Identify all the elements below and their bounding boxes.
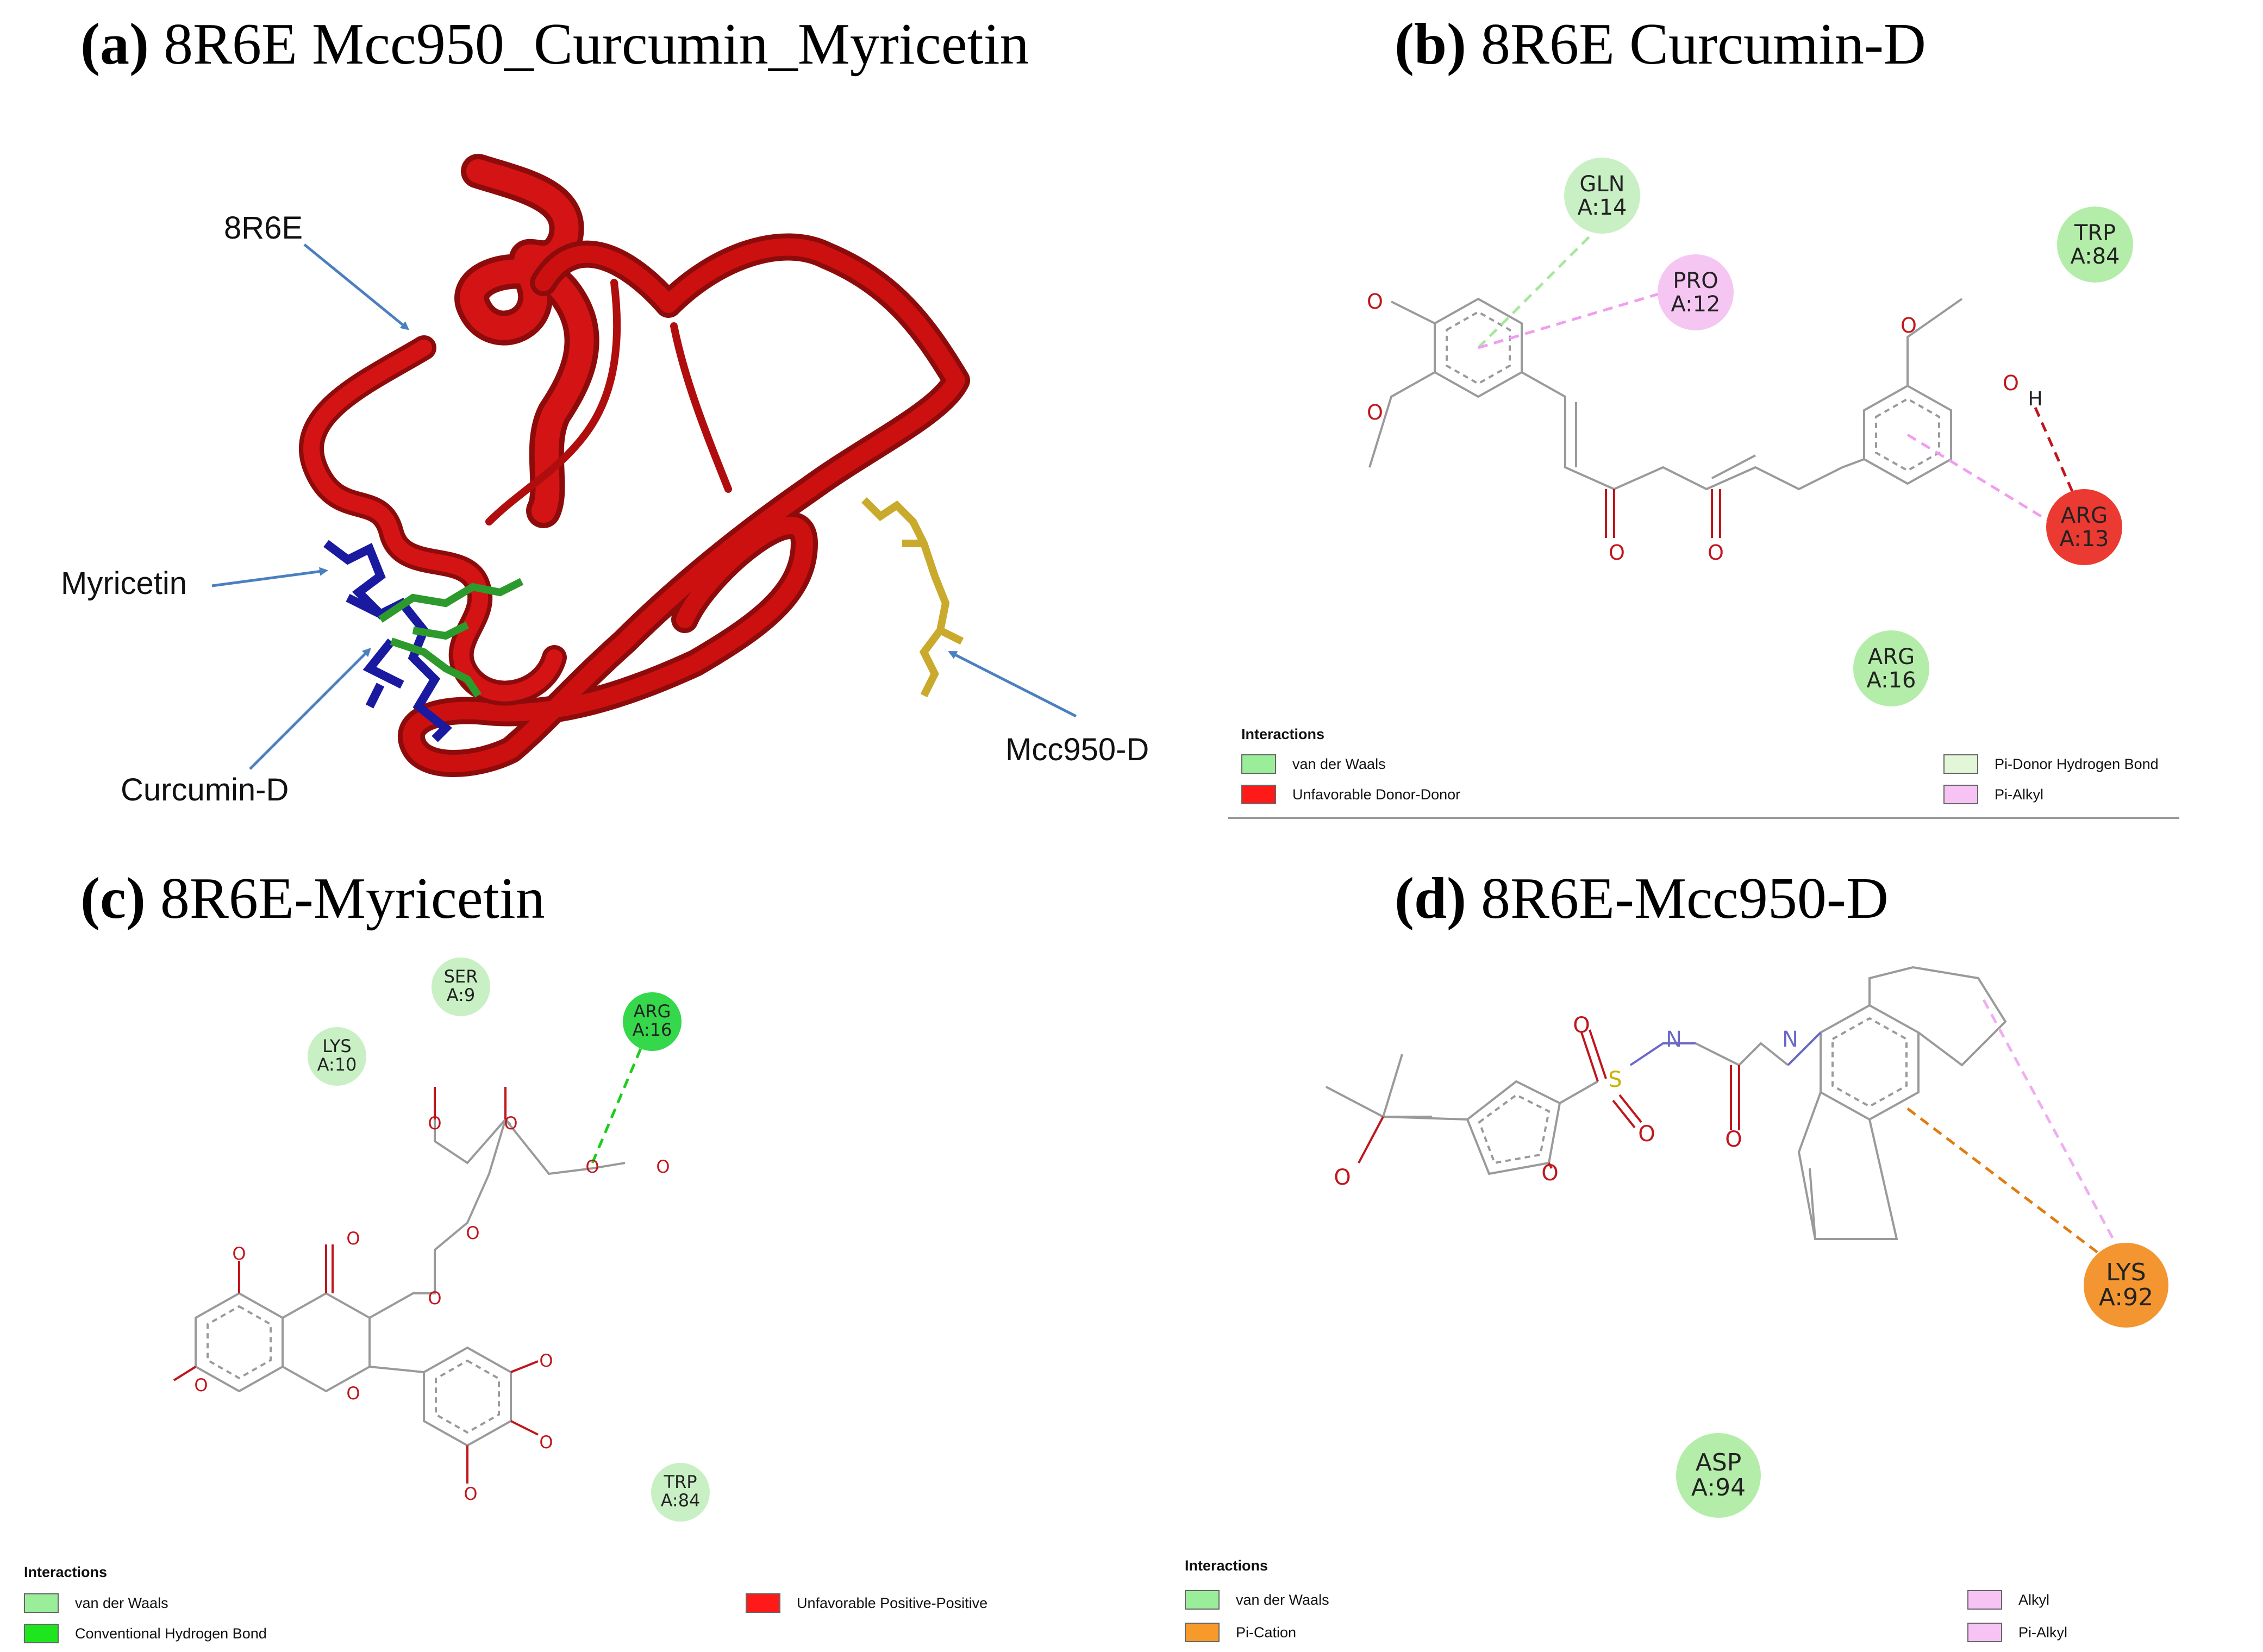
svg-text:O: O <box>1708 541 1724 565</box>
svg-text:ARG: ARG <box>634 1001 671 1022</box>
residue-lys-10 <box>308 1027 366 1086</box>
legend-c-title: Interactions <box>24 1564 108 1580</box>
svg-text:O: O <box>1609 541 1625 565</box>
svg-text:A:13: A:13 <box>2059 527 2109 552</box>
panel-d-title: (d) 8R6E-Mcc950-D <box>1395 866 1889 931</box>
legend-b-pi-alkyl: Pi-Alkyl <box>1943 785 2043 804</box>
svg-text:SER: SER <box>444 966 478 987</box>
residue-lys-92 <box>2084 1243 2168 1328</box>
arrow-8r6e <box>303 243 410 330</box>
h-bond-line-c <box>591 1021 654 1163</box>
svg-text:O: O <box>1573 1013 1590 1038</box>
svg-text:O: O <box>428 1288 441 1309</box>
legend-d-title: Interactions <box>1185 1557 1268 1574</box>
curcumin-ligand <box>378 578 524 698</box>
svg-text:O: O <box>346 1383 360 1404</box>
legend-d-alkyl: Alkyl <box>1967 1590 2049 1610</box>
svg-text:N: N <box>1666 1027 1682 1052</box>
svg-text:O: O <box>1367 401 1383 424</box>
arrow-mcc950 <box>948 650 1077 718</box>
svg-text:A:84: A:84 <box>661 1490 701 1511</box>
svg-text:O: O <box>466 1223 479 1243</box>
svg-text:S: S <box>1608 1067 1622 1092</box>
svg-text:A:16: A:16 <box>1866 668 1916 693</box>
residue-pro-12 <box>1658 254 1734 330</box>
svg-text:A:92: A:92 <box>2099 1284 2153 1311</box>
svg-text:N: N <box>1782 1027 1798 1052</box>
panel-a-title: (a) 8R6E Mcc950_Curcumin_Myricetin <box>80 12 1029 77</box>
arrow-myricetin <box>211 567 328 587</box>
svg-text:O: O <box>346 1228 360 1249</box>
svg-text:O: O <box>1901 314 1917 337</box>
svg-text:GLN: GLN <box>1579 172 1624 197</box>
panel-b-title: (b) 8R6E Curcumin-D <box>1395 12 1926 77</box>
label-8r6e: 8R6E <box>224 210 303 246</box>
svg-text:TRP: TRP <box>2074 221 2116 246</box>
svg-text:PRO: PRO <box>1673 268 1718 293</box>
svg-text:O: O <box>1725 1127 1742 1152</box>
residue-ser-9 <box>432 958 490 1016</box>
residue-gln-14 <box>1564 158 1640 234</box>
label-curcumin-d: Curcumin-D <box>121 772 289 808</box>
svg-text:A:94: A:94 <box>1691 1474 1746 1501</box>
svg-text:A:14: A:14 <box>1577 195 1627 220</box>
arrow-curcumin <box>249 648 371 770</box>
svg-text:O: O <box>656 1156 670 1177</box>
svg-text:LYS: LYS <box>2106 1259 2146 1286</box>
legend-b-unfavorable-donor-donor: Unfavorable Donor-Donor <box>1241 785 1460 804</box>
svg-text:O: O <box>428 1113 441 1134</box>
residue-asp-94 <box>1676 1433 1761 1518</box>
label-myricetin: Myricetin <box>61 566 187 601</box>
svg-text:O: O <box>504 1113 517 1134</box>
residue-arg-13 <box>2046 489 2122 565</box>
residue-trp-84 <box>2057 206 2133 283</box>
svg-text:O: O <box>1334 1165 1351 1190</box>
interaction-lines-d <box>1906 999 2127 1262</box>
panel-c-title: (c) 8R6E-Myricetin <box>80 866 545 931</box>
interaction-lines-b <box>1477 233 2078 526</box>
svg-text:O: O <box>539 1350 553 1371</box>
svg-text:O: O <box>1638 1122 1655 1147</box>
legend-c-unfavorable-positive-positive: Unfavorable Positive-Positive <box>746 1593 987 1613</box>
svg-text:A:10: A:10 <box>317 1054 357 1075</box>
svg-text:O: O <box>585 1156 599 1177</box>
svg-text:O: O <box>2003 371 2019 395</box>
svg-text:O: O <box>232 1243 246 1264</box>
svg-text:O: O <box>1367 290 1383 314</box>
residue-arg-16 <box>1853 630 1929 706</box>
legend-b-title: Interactions <box>1241 726 1325 742</box>
svg-text:ARG: ARG <box>1868 644 1915 669</box>
legend-b-van-der-waals: van der Waals <box>1241 754 1386 774</box>
svg-text:ASP: ASP <box>1696 1449 1742 1476</box>
svg-text:O: O <box>464 1484 477 1504</box>
legend-d-pi-cation: Pi-Cation <box>1185 1623 1296 1642</box>
mcc950-ligand <box>861 497 964 698</box>
svg-text:TRP: TRP <box>663 1472 697 1492</box>
svg-text:O: O <box>194 1375 208 1396</box>
svg-text:A:9: A:9 <box>447 985 475 1005</box>
svg-text:A:16: A:16 <box>633 1019 672 1040</box>
legend-c-conventional-h-bond: Conventional Hydrogen Bond <box>24 1624 267 1643</box>
svg-text:H: H <box>2028 388 2042 410</box>
legend-d-van-der-waals: van der Waals <box>1185 1590 1329 1610</box>
residue-trp-84 <box>651 1463 710 1522</box>
svg-text:A:84: A:84 <box>2070 244 2120 269</box>
svg-text:A:12: A:12 <box>1671 292 1720 317</box>
legend-b-pi-donor-h-bond: Pi-Donor Hydrogen Bond <box>1943 754 2159 774</box>
legend-d-pi-alkyl: Pi-Alkyl <box>1967 1623 2067 1642</box>
svg-text:O: O <box>539 1432 553 1453</box>
label-mcc950-d: Mcc950-D <box>1005 732 1149 767</box>
legend-c-van-der-waals: van der Waals <box>24 1593 168 1613</box>
residue-arg-16 <box>623 992 682 1051</box>
svg-text:LYS: LYS <box>322 1036 351 1056</box>
svg-text:O: O <box>1541 1161 1558 1186</box>
svg-text:ARG: ARG <box>2061 503 2108 528</box>
